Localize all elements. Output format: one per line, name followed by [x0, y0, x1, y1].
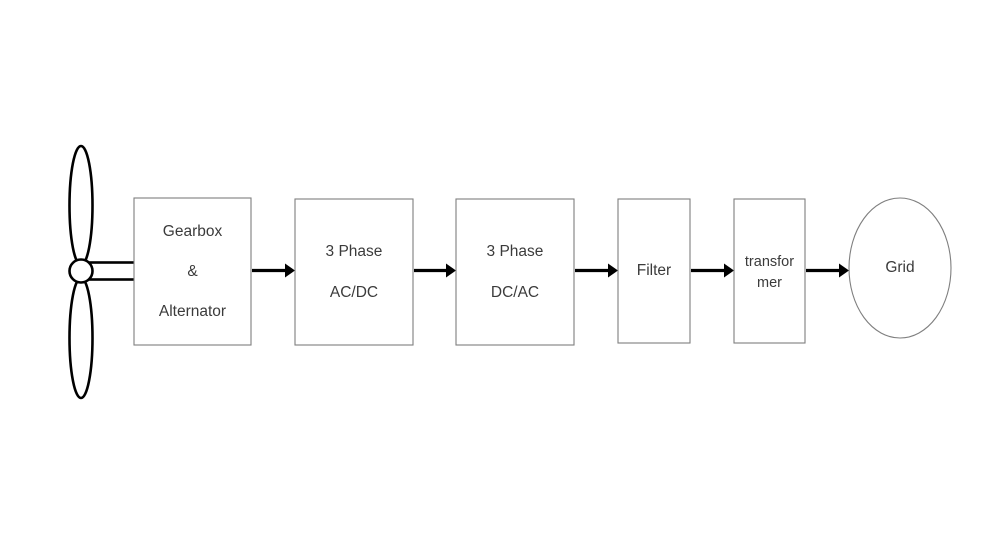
block-filter[interactable]: Filter	[617, 198, 691, 344]
block-ac-dc-converter[interactable]: 3 Phase AC/DC	[294, 198, 414, 346]
block-grid-label: Grid	[885, 259, 914, 276]
block-dc-ac-inverter-rect	[455, 198, 575, 346]
block-transformer-label-line-1: transfor	[745, 254, 794, 270]
block-gearbox-alternator-rect	[133, 197, 252, 346]
block-dc-ac-inverter[interactable]: 3 Phase DC/AC	[455, 198, 575, 346]
connector-filter-to-transformer	[691, 263, 734, 278]
turbine-hub-icon	[68, 258, 94, 284]
wind-turbine[interactable]	[68, 144, 137, 400]
connector-acdc-to-dcac-arrowhead-icon	[446, 263, 456, 278]
turbine-blade-lower-icon	[68, 276, 94, 400]
connector-gearbox-to-acdc-arrowhead-icon	[285, 263, 295, 278]
block-ac-dc-converter-label-line-1: 3 Phase	[326, 243, 383, 260]
block-transformer[interactable]: transfor mer	[733, 198, 806, 344]
connector-acdc-to-dcac	[414, 263, 456, 278]
block-grid-ellipse	[848, 197, 952, 339]
block-gearbox-alternator-label-line-3: Alternator	[159, 303, 226, 320]
connector-transformer-to-grid	[806, 263, 849, 278]
block-gearbox-alternator-label-line-2: &	[187, 263, 198, 280]
block-ac-dc-converter-rect	[294, 198, 414, 346]
block-gearbox-alternator-label-line-1: Gearbox	[163, 223, 223, 240]
block-grid[interactable]: Grid	[848, 197, 952, 339]
block-dc-ac-inverter-label-line-2: DC/AC	[491, 284, 539, 301]
connector-gearbox-to-acdc	[252, 263, 295, 278]
block-ac-dc-converter-label-line-2: AC/DC	[330, 284, 378, 301]
block-filter-label: Filter	[637, 262, 671, 279]
turbine-blade-upper-icon	[68, 144, 94, 267]
turbine-shaft-icon	[88, 261, 137, 281]
block-dc-ac-inverter-label-line-1: 3 Phase	[487, 243, 544, 260]
block-transformer-label-line-2: mer	[757, 275, 782, 291]
connector-filter-to-transformer-arrowhead-icon	[724, 263, 734, 278]
connector-transformer-to-grid-arrowhead-icon	[839, 263, 849, 278]
connector-dcac-to-filter	[575, 263, 618, 278]
block-filter-rect	[617, 198, 691, 344]
block-gearbox-alternator[interactable]: Gearbox & Alternator	[133, 197, 252, 346]
connector-dcac-to-filter-arrowhead-icon	[608, 263, 618, 278]
block-transformer-rect	[733, 198, 806, 344]
